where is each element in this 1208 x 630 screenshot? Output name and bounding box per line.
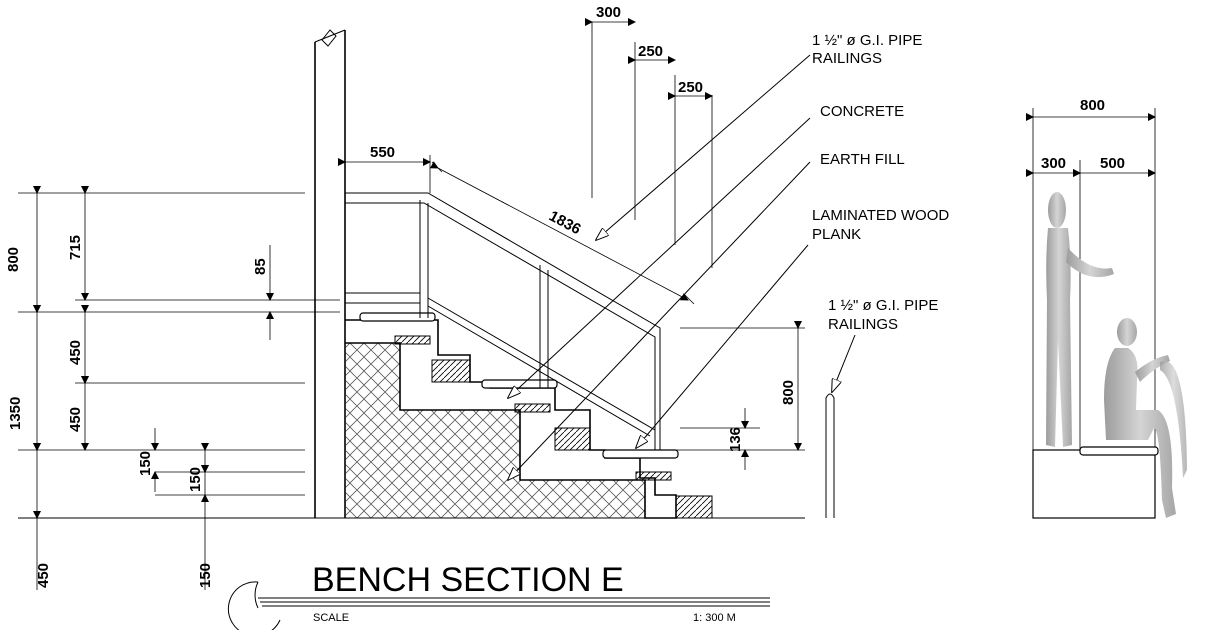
dim-450-bottom: 450 bbox=[35, 563, 52, 588]
title-block: BENCH SECTION E SCALE 1: 300 M bbox=[227, 561, 770, 630]
callout-concrete: CONCRETE bbox=[820, 103, 904, 120]
dim-150-b: 150 bbox=[187, 467, 204, 492]
earth-fill bbox=[344, 342, 646, 519]
standing-figure-icon bbox=[1046, 192, 1114, 447]
callout-wood-1: LAMINATED WOOD bbox=[812, 207, 949, 224]
dim-800-left: 800 bbox=[5, 247, 22, 272]
back-wall bbox=[314, 29, 346, 518]
callout-wood-2: PLANK bbox=[812, 226, 861, 243]
left-dimensions: 800 715 85 1350 450 450 150 150 450 150 bbox=[5, 186, 340, 590]
callout-earth-fill: EARTH FILL bbox=[820, 151, 905, 168]
wood-planks bbox=[359, 312, 713, 519]
figure-dim-300: 300 bbox=[1041, 155, 1066, 172]
section-title: BENCH SECTION E bbox=[312, 561, 624, 599]
callout-pipe-right-2: RAILINGS bbox=[828, 316, 898, 333]
scale-value: 1: 300 M bbox=[693, 612, 736, 624]
dim-1350: 1350 bbox=[7, 397, 24, 430]
dim-715: 715 bbox=[67, 235, 84, 260]
right-pipe-railing bbox=[825, 393, 835, 518]
dim-550: 550 bbox=[370, 144, 395, 161]
main-section bbox=[18, 29, 835, 519]
human-scale-detail: 800 300 500 bbox=[1026, 97, 1187, 519]
figure-dim-800: 800 bbox=[1080, 97, 1105, 114]
callout-pipe-top-1: 1 ½" ø G.I. PIPE bbox=[812, 32, 922, 49]
dim-85: 85 bbox=[252, 258, 269, 275]
bench-block bbox=[1032, 449, 1156, 519]
dim-136: 136 bbox=[727, 427, 744, 452]
dim-250-b: 250 bbox=[678, 79, 703, 96]
callout-pipe-top-2: RAILINGS bbox=[812, 50, 882, 67]
dim-800-right: 800 bbox=[780, 380, 797, 405]
sitting-figure-icon bbox=[1104, 318, 1187, 518]
right-dimensions: 800 136 bbox=[660, 321, 805, 470]
dim-300-top: 300 bbox=[596, 4, 621, 21]
dim-450-a: 450 bbox=[67, 340, 84, 365]
dim-250-a: 250 bbox=[638, 43, 663, 60]
dim-150-a: 150 bbox=[137, 451, 154, 476]
dim-150-bottom: 150 bbox=[197, 563, 214, 588]
callout-pipe-right-1: 1 ½" ø G.I. PIPE bbox=[828, 297, 938, 314]
figure-dim-500: 500 bbox=[1100, 155, 1125, 172]
dim-450-b: 450 bbox=[67, 407, 84, 432]
scale-label: SCALE bbox=[313, 612, 349, 624]
top-dimensions: 550 1836 300 250 250 bbox=[338, 4, 713, 305]
dim-1836: 1836 bbox=[546, 208, 583, 239]
callouts: 1 ½" ø G.I. PIPE RAILINGS CONCRETE EARTH… bbox=[508, 32, 949, 480]
